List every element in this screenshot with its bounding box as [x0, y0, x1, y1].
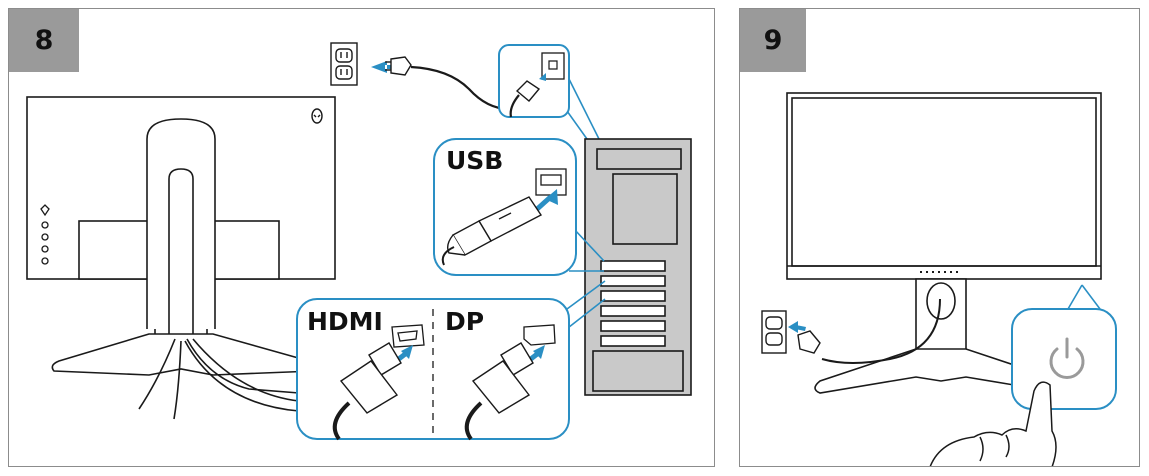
hdmi-port-icon	[391, 324, 425, 348]
wall-outlet-icon	[330, 42, 358, 86]
step-9-panel: 9	[739, 8, 1140, 467]
alienware-logo-icon	[311, 108, 323, 124]
monitor-front	[786, 92, 1102, 394]
front-indicator-dots	[920, 271, 958, 273]
dp-port-icon	[523, 324, 556, 346]
monitor-buttons	[40, 204, 50, 265]
dp-cable	[464, 342, 534, 441]
hand-icon	[929, 381, 1057, 466]
power-button-callout	[1011, 284, 1117, 410]
arrow-icon	[788, 321, 806, 333]
hdmi-cable	[332, 342, 402, 441]
video-callout: HDMI DP	[296, 280, 606, 441]
power-plug-icon	[797, 330, 821, 354]
usb-callout: USB	[433, 138, 605, 276]
power-button-icon	[1049, 337, 1085, 379]
step-8-illustration: USB HDMI DP	[26, 42, 692, 441]
usb-label: USB	[446, 146, 503, 175]
power-inlet-callout	[498, 44, 600, 140]
step-8-panel: 8	[8, 8, 715, 467]
pc-tower	[584, 138, 692, 396]
monitor-back	[26, 96, 336, 420]
step-number-8: 8	[9, 9, 79, 72]
hdmi-label: HDMI	[307, 307, 383, 336]
usb-port-icon	[535, 168, 567, 196]
arrow-icon	[371, 61, 397, 73]
power-plug-icon	[385, 56, 412, 76]
step-9-illustration	[761, 92, 1117, 466]
wall-outlet-icon	[761, 310, 787, 354]
usb-cable	[446, 196, 543, 256]
dp-label: DP	[445, 307, 484, 336]
step-number-9: 9	[740, 9, 806, 72]
power-cable	[821, 298, 941, 364]
